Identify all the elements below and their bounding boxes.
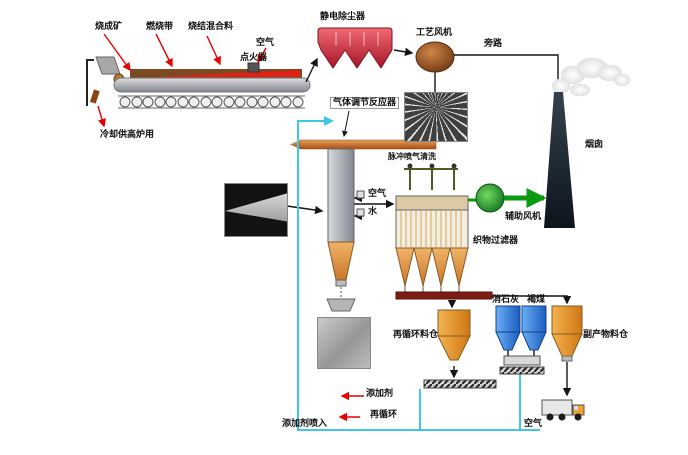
dust-tray bbox=[326, 298, 356, 312]
label-recycle: 再循环 bbox=[370, 409, 398, 419]
label-combustion-zone: 燃烧带 bbox=[146, 21, 174, 31]
recycle-silo-cone bbox=[437, 335, 471, 361]
arrow-sinter-mix bbox=[206, 35, 221, 66]
additive-silos-group bbox=[495, 305, 547, 375]
reactor-outlet bbox=[335, 279, 347, 287]
arrow-photo-to-vessel bbox=[286, 205, 324, 215]
feed-hopper bbox=[95, 56, 121, 75]
byproduct-silo-body bbox=[551, 305, 583, 335]
label-fabric-filter: 织物过滤器 bbox=[473, 235, 519, 245]
filter-bags bbox=[400, 211, 462, 247]
chimney-group bbox=[544, 57, 631, 228]
line-machine-to-esp bbox=[305, 57, 318, 83]
arrow-air-top bbox=[257, 47, 267, 64]
recycle-conveyor bbox=[423, 379, 497, 389]
label-slaked-lime: 消石灰 bbox=[492, 294, 520, 304]
dust-conveyor bbox=[395, 291, 493, 300]
strand-wheels bbox=[119, 96, 304, 108]
nozzle-spray-photo bbox=[404, 92, 468, 142]
byproduct-silo-cone bbox=[551, 333, 583, 357]
line-to-byproduct-silo bbox=[492, 295, 572, 305]
arrow-sinter-ore bbox=[103, 33, 131, 72]
air-inlet-icon bbox=[356, 190, 365, 199]
label-aux-fan: 辅助风机 bbox=[505, 211, 542, 221]
combustion-zone-wedge bbox=[152, 70, 300, 77]
inlet-duct bbox=[299, 139, 437, 150]
label-additive: 添加剂 bbox=[366, 388, 394, 398]
spray-cone-photo bbox=[224, 183, 288, 237]
label-air-reactor: 空气 bbox=[368, 188, 387, 198]
recycle-silo-group bbox=[423, 309, 497, 389]
arrow-cooling bbox=[97, 105, 107, 128]
reactor-vessel bbox=[327, 148, 355, 243]
label-esp: 静电除尘器 bbox=[320, 11, 366, 21]
spray-cone bbox=[225, 193, 287, 222]
truck-wheel bbox=[546, 413, 554, 421]
label-pulse-jet: 脉冲喷气清洗 bbox=[388, 152, 436, 161]
label-byproduct-silo: 副产物料仓 bbox=[583, 329, 629, 339]
lime-silo-cone bbox=[495, 331, 521, 351]
label-process-fan: 工艺风机 bbox=[416, 27, 453, 37]
truck bbox=[541, 399, 585, 421]
label-gas-reactor: 气体调节反应器 bbox=[330, 97, 400, 109]
truck-wheel bbox=[574, 413, 582, 421]
label-sinter-mix: 烧结混合料 bbox=[188, 21, 234, 31]
leader-reactor-label bbox=[342, 110, 350, 137]
air-additive-circuit bbox=[297, 116, 540, 431]
filter-plenum bbox=[395, 195, 469, 211]
chimney-stack bbox=[544, 92, 575, 228]
smoke-plume bbox=[551, 57, 631, 97]
truck-window bbox=[574, 406, 578, 410]
label-sinter-ore: 烧成矿 bbox=[95, 21, 123, 31]
filter-bag-house bbox=[395, 209, 469, 249]
label-water: 水 bbox=[368, 206, 378, 216]
dust-sample-photo bbox=[317, 317, 371, 369]
filter-hoppers bbox=[395, 247, 469, 287]
spray-rays bbox=[405, 93, 467, 141]
gas-conditioning-reactor bbox=[290, 139, 437, 312]
additive-feeder bbox=[499, 366, 545, 375]
label-additive-injection: 添加剂喷入 bbox=[282, 418, 328, 428]
recycle-silo-body bbox=[437, 309, 471, 337]
label-igniter: 点火器 bbox=[240, 52, 268, 62]
label-recycle-silo: 再循环料仓 bbox=[393, 329, 439, 339]
label-cooling: 冷却供高炉用 bbox=[100, 129, 155, 139]
additive-mixer bbox=[503, 355, 541, 366]
auxiliary-fan-body bbox=[475, 183, 505, 213]
fabric-filter-group bbox=[395, 163, 493, 300]
lime-silo-body bbox=[495, 305, 521, 333]
truck-wheel bbox=[558, 413, 566, 421]
label-chimney: 烟囱 bbox=[585, 139, 604, 149]
water-inlet-icon bbox=[356, 208, 365, 217]
byproduct-outlet bbox=[561, 355, 573, 362]
pulse-jet-assembly bbox=[404, 168, 458, 190]
reactor-cone bbox=[327, 241, 355, 281]
igniter-box bbox=[247, 62, 260, 73]
hopper-drops bbox=[404, 286, 460, 292]
sinter-bed bbox=[130, 69, 302, 78]
label-air-top: 空气 bbox=[256, 37, 275, 47]
pulse-valves bbox=[407, 163, 457, 169]
esp-plates bbox=[335, 32, 379, 46]
lignite-silo-cone bbox=[521, 331, 547, 351]
sinter-machine bbox=[86, 56, 311, 109]
lignite-silo-body bbox=[521, 305, 547, 333]
annotation-arrows bbox=[97, 33, 364, 422]
label-air-bottom: 空气 bbox=[524, 418, 543, 428]
label-lignite: 褐煤 bbox=[527, 294, 546, 304]
byproduct-silo-group bbox=[551, 305, 583, 362]
hot-sinter-piece bbox=[89, 89, 100, 104]
electrostatic-precipitator bbox=[317, 27, 393, 69]
arrow-combustion-zone bbox=[155, 33, 173, 68]
discharge-chute bbox=[86, 59, 94, 106]
line-esp-to-fan bbox=[393, 47, 414, 56]
truck-box bbox=[541, 399, 573, 416]
esp-body bbox=[317, 27, 393, 69]
process-fan-body bbox=[415, 41, 455, 73]
sinter-strand bbox=[113, 77, 311, 93]
line-bypass bbox=[454, 54, 563, 92]
label-bypass: 旁路 bbox=[484, 38, 503, 48]
